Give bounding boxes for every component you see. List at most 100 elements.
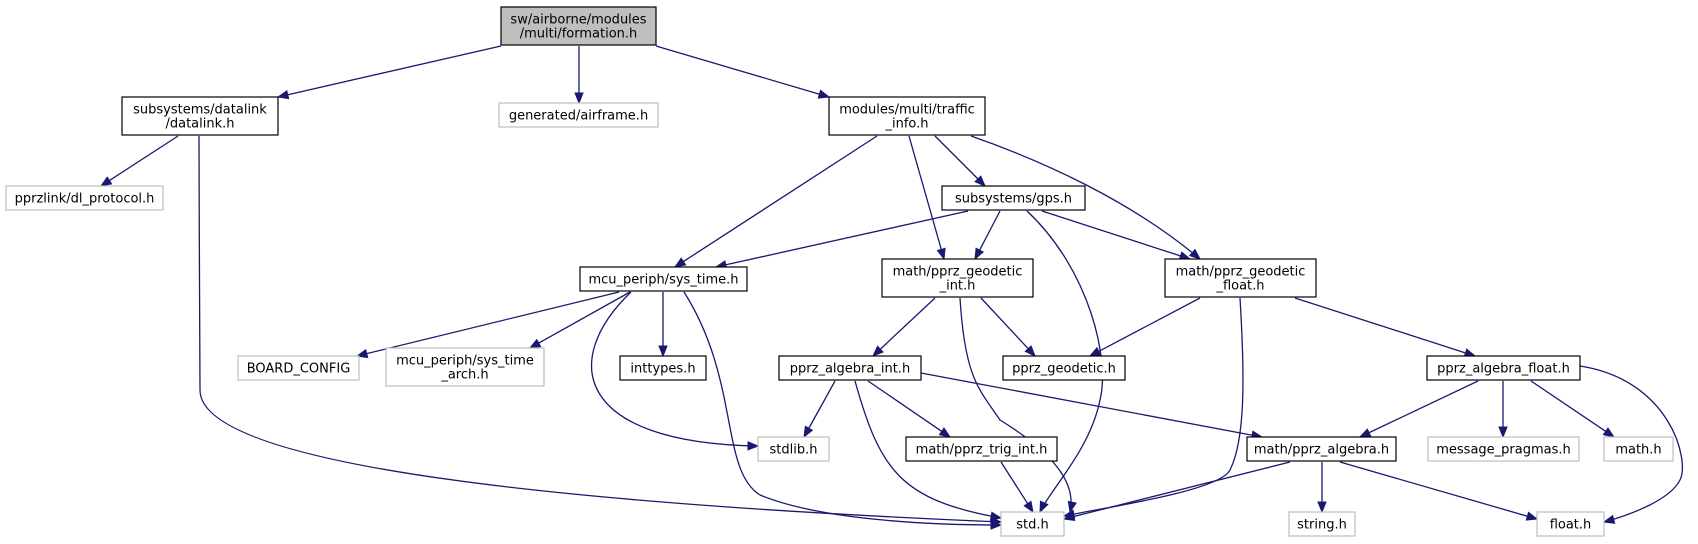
edge-line [867, 380, 943, 433]
arrowhead [1062, 511, 1076, 522]
node-box [121, 96, 279, 136]
node-dl-protocol[interactable]: pprzlink/dl_protocol.h [5, 185, 164, 211]
edge-line [879, 297, 936, 351]
edge-geodetic_float-to-algebra_float [1294, 297, 1477, 358]
edge-line [655, 45, 821, 96]
arrowhead [936, 247, 946, 261]
node-box [1246, 436, 1397, 462]
edge-line [1041, 210, 1182, 257]
edge-line [978, 210, 1001, 252]
node-label: math/pprz_geodetic [1176, 265, 1306, 280]
edge-line [1339, 461, 1529, 518]
node-algebra-float[interactable]: pprz_algebra_float.h [1426, 355, 1581, 381]
node-pprz-geodetic[interactable]: pprz_geodetic.h [1002, 355, 1126, 381]
node-inttypes[interactable]: inttypes.h [619, 355, 707, 381]
node-board-config[interactable]: BOARD_CONFIG [237, 355, 360, 381]
node-stdlib[interactable]: stdlib.h [757, 436, 830, 462]
arrowhead [1358, 428, 1372, 438]
arrowhead [1067, 500, 1077, 514]
edge-algebra_int-to-trig_int [867, 380, 952, 438]
node-label: math.h [1615, 443, 1661, 458]
node-geodetic-float[interactable]: math/pprz_geodetic_float.h [1164, 258, 1317, 298]
node-geodetic-int[interactable]: math/pprz_geodetic_int.h [881, 258, 1034, 298]
edge-traffic_info-to-sys_time [673, 135, 878, 268]
node-gps[interactable]: subsystems/gps.h [941, 185, 1086, 211]
edge-algebra_int-to-stdlib [803, 380, 836, 439]
node-traffic-info[interactable]: modules/multi/traffic_info.h [828, 96, 986, 136]
node-box [1426, 355, 1581, 381]
node-label: string.h [1297, 518, 1347, 533]
edge-formation-to-airframe [574, 46, 584, 105]
node-box [828, 96, 986, 136]
node-pprz-algebra[interactable]: math/pprz_algebra.h [1246, 436, 1397, 462]
node-airframe[interactable]: generated/airframe.h [498, 102, 659, 128]
node-sys-time-arch[interactable]: mcu_periph/sys_time_arch.h [385, 347, 545, 387]
edge-line [1072, 461, 1291, 518]
arrowhead [355, 348, 369, 359]
edge-sys_time-to-std [683, 291, 1003, 530]
node-box [1288, 511, 1356, 537]
node-message-pragmas[interactable]: message_pragmas.h [1427, 436, 1580, 462]
edge-gps-to-geodetic_float [1041, 210, 1192, 261]
edge-traffic_info-to-gps [934, 135, 986, 187]
node-label: pprzlink/dl_protocol.h [15, 192, 155, 207]
node-box [385, 347, 545, 387]
edge-line [286, 45, 502, 96]
edge-line [365, 291, 620, 355]
node-label: math/pprz_algebra.h [1254, 443, 1389, 458]
node-math[interactable]: math.h [1603, 436, 1674, 462]
edge-algebra_int-to-pprz_algebra [920, 372, 1264, 440]
edge-line [1097, 297, 1201, 353]
node-label: subsystems/datalink [133, 103, 267, 118]
arrowhead [1602, 514, 1616, 524]
edge-datalink-to-std [198, 135, 1003, 527]
node-label: message_pragmas.h [1436, 443, 1571, 458]
node-label: std.h [1016, 518, 1049, 533]
arrowhead [1525, 511, 1539, 521]
arrowhead [974, 247, 985, 261]
arrowhead [673, 257, 687, 268]
node-formation[interactable]: sw/airborne/modules/multi/formation.h [500, 6, 657, 46]
node-label: stdlib.h [770, 443, 818, 458]
node-datalink[interactable]: subsystems/datalink/datalink.h [121, 96, 279, 136]
edge-geodetic_int-to-pprz_geodetic [980, 297, 1036, 357]
arrowhead [817, 89, 831, 99]
edge-line [1000, 461, 1029, 505]
node-label: _float.h [1215, 279, 1264, 294]
arrowhead [99, 176, 113, 187]
node-label: mcu_periph/sys_time.h [588, 273, 738, 288]
arrowhead [1088, 346, 1102, 357]
node-box [5, 185, 164, 211]
node-string[interactable]: string.h [1288, 511, 1356, 537]
node-std[interactable]: std.h [1000, 511, 1065, 537]
node-label: BOARD_CONFIG [247, 362, 351, 377]
node-algebra-int[interactable]: pprz_algebra_int.h [778, 355, 922, 381]
node-float[interactable]: float.h [1536, 511, 1605, 537]
node-box [1427, 436, 1580, 462]
edge-curve [1063, 297, 1244, 517]
arrowhead [990, 520, 1003, 530]
edge-line [537, 291, 631, 345]
edge-algebra_int-to-std [854, 380, 1003, 521]
edge-line [682, 135, 878, 263]
node-box [905, 436, 1058, 462]
node-label: pprz_algebra_int.h [790, 362, 910, 377]
node-sys-time[interactable]: mcu_periph/sys_time.h [579, 266, 748, 292]
nodes-layer: sw/airborne/modules/multi/formation.h sub… [5, 6, 1674, 537]
node-label: /datalink.h [165, 117, 234, 132]
edge-curve [1579, 365, 1683, 523]
node-label: _info.h [884, 117, 928, 132]
edge-algebra_float-to-float [1579, 365, 1683, 524]
node-box [1603, 436, 1674, 462]
node-trig-int[interactable]: math/pprz_trig_int.h [905, 436, 1058, 462]
edge-pprz_algebra-to-float [1339, 461, 1539, 521]
node-label: math/pprz_trig_int.h [916, 443, 1048, 458]
edge-line [908, 135, 943, 251]
node-label: pprz_geodetic.h [1012, 362, 1116, 377]
arrowhead [1024, 345, 1036, 357]
node-box [757, 436, 830, 462]
arrowhead [989, 511, 1003, 521]
arrowhead [1039, 500, 1049, 514]
edge-algebra_float-to-message_pragmas [1498, 381, 1508, 439]
edge-geodetic_float-to-pprz_geodetic [1088, 297, 1201, 357]
